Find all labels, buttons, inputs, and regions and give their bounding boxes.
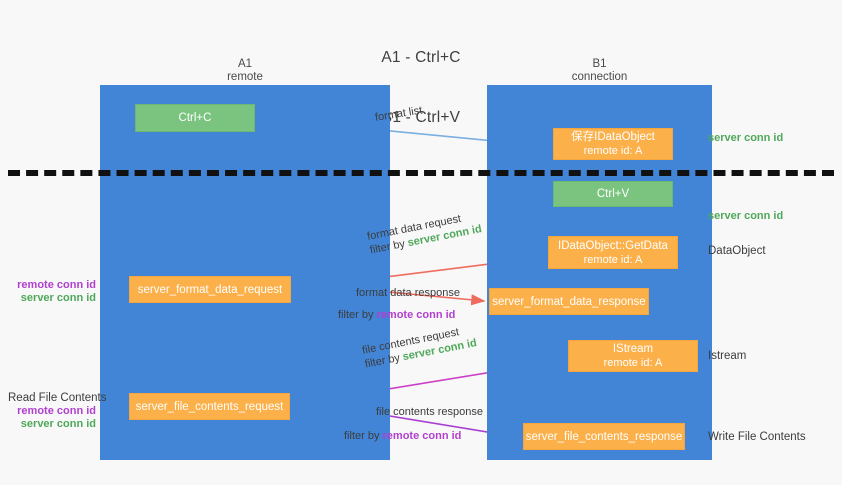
node-istream[interactable]: IStream remote id: A bbox=[568, 340, 698, 372]
edge-label-format-data-response: format data response filter by remote co… bbox=[338, 286, 460, 322]
dashed-divider bbox=[8, 170, 834, 176]
edge-label-format-data-response-text: format data response bbox=[356, 287, 460, 299]
node-ctrl-c-label: Ctrl+C bbox=[178, 112, 212, 124]
annotation-server-conn-id-left-2: server conn id bbox=[20, 418, 96, 430]
edge-label-format-data-response-filter-prefix: filter by bbox=[338, 309, 374, 321]
node-server-format-data-request-label: server_format_data_request bbox=[137, 283, 283, 296]
node-server-format-data-response[interactable]: server_format_data_response bbox=[489, 288, 649, 315]
node-idataobject-getdata[interactable]: IDataObject::GetData remote id: A bbox=[548, 236, 678, 269]
annotation-istream: Istream bbox=[708, 350, 747, 362]
node-server-format-data-request[interactable]: server_format_data_request bbox=[129, 276, 291, 303]
annotation-read-file-contents: Read File Contents bbox=[8, 392, 107, 404]
annotation-remote-conn-id-1: remote conn id bbox=[17, 279, 96, 291]
column-a1-name: A1 bbox=[237, 58, 253, 70]
node-istream-label: IStream bbox=[612, 343, 654, 355]
node-ctrl-v[interactable]: Ctrl+V bbox=[553, 181, 673, 207]
node-server-format-data-response-label: server_format_data_response bbox=[492, 295, 646, 308]
annotation-dataobject: DataObject bbox=[708, 245, 766, 257]
node-server-file-contents-response[interactable]: server_file_contents_response bbox=[523, 423, 685, 450]
annotation-remote-conn-id-2: remote conn id bbox=[17, 405, 96, 417]
edge-label-file-contents-response-text: file contents response bbox=[376, 406, 484, 418]
annotation-server-conn-id-1: server conn id bbox=[708, 132, 784, 144]
annotation-write-file-contents: Write File Contents bbox=[708, 431, 806, 443]
column-b1-name: B1 bbox=[592, 58, 607, 70]
edge-label-file-contents-response: file contents response filter by remote … bbox=[344, 405, 483, 443]
node-idataobject-getdata-label: IDataObject::GetData bbox=[558, 239, 668, 252]
annotation-server-conn-id-left-1: server conn id bbox=[20, 292, 96, 304]
edge-label-file-contents-response-filter-value: remote conn id bbox=[382, 430, 462, 442]
node-server-file-contents-request[interactable]: server_file_contents_request bbox=[129, 393, 290, 420]
node-ctrl-c[interactable]: Ctrl+C bbox=[135, 104, 255, 132]
annotation-server-conn-id-2: server conn id bbox=[708, 210, 784, 222]
column-header-b1: B1 connection bbox=[487, 58, 712, 84]
column-a1-role: remote bbox=[227, 71, 263, 83]
page-title-line-1: A1 - Ctrl+C bbox=[381, 49, 461, 66]
node-istream-sub: remote id: A bbox=[603, 357, 663, 369]
node-ctrl-v-label: Ctrl+V bbox=[596, 188, 630, 200]
annotation-conn-ids-1: remote conn id server conn id bbox=[8, 279, 96, 305]
node-server-file-contents-request-label: server_file_contents_request bbox=[135, 400, 284, 413]
column-b1-role: connection bbox=[571, 71, 628, 83]
edge-label-format-data-response-filter-value: remote conn id bbox=[376, 309, 456, 321]
node-save-idataobject-sub: remote id: A bbox=[583, 145, 643, 157]
node-save-idataobject-label: 保存IDataObject bbox=[571, 131, 655, 143]
node-save-idataobject[interactable]: 保存IDataObject remote id: A bbox=[553, 128, 673, 160]
edge-label-file-contents-response-filter-prefix: filter by bbox=[344, 430, 380, 442]
annotation-conn-ids-2: Read File Contents remote conn id server… bbox=[8, 392, 107, 431]
node-server-file-contents-response-label: server_file_contents_response bbox=[525, 430, 683, 443]
node-idataobject-getdata-sub: remote id: A bbox=[583, 253, 643, 266]
column-header-a1: A1 remote bbox=[100, 58, 390, 84]
